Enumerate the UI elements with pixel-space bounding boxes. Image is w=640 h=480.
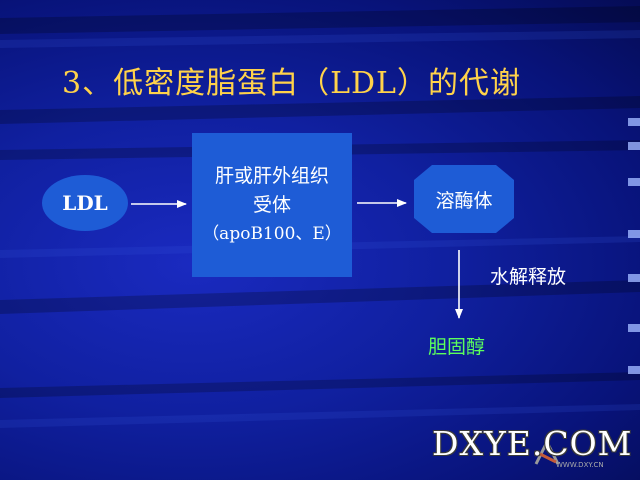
receptor-line2: 受体 bbox=[252, 193, 291, 216]
side-decoration bbox=[626, 110, 640, 400]
receptor-node: 肝或肝外组织 受体 （apoB100、E） bbox=[192, 133, 352, 277]
receptor-line3: （apoB100、E） bbox=[202, 223, 342, 244]
receptor-line1: 肝或肝外组织 bbox=[214, 164, 329, 187]
hydrolysis-label: 水解释放 bbox=[490, 266, 567, 288]
lysosome-node-label: 溶酶体 bbox=[435, 189, 493, 212]
slide-title: 3、低密度脂蛋白（LDL）的代谢 bbox=[62, 66, 521, 101]
watermark-logo-icon bbox=[534, 438, 560, 465]
lysosome-node: 溶酶体 bbox=[414, 165, 514, 233]
ldl-node: LDL bbox=[42, 175, 128, 231]
ldl-node-label: LDL bbox=[62, 191, 108, 215]
cholesterol-label: 胆固醇 bbox=[428, 336, 486, 358]
watermark-text: DXYE.COM bbox=[432, 424, 633, 463]
watermark-subtext: WWW.DXY.CN bbox=[556, 461, 604, 469]
